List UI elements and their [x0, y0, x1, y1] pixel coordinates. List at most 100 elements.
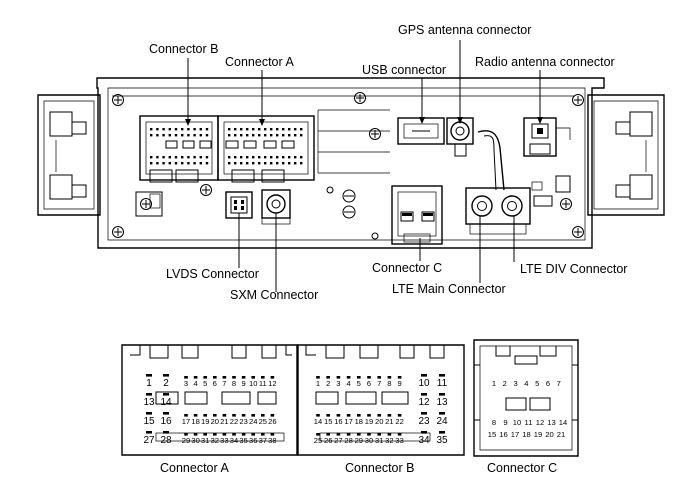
- pin-marker: [346, 433, 351, 436]
- conn-b-pin-32: 32: [385, 436, 393, 445]
- conn-a-pin-2: 2: [163, 378, 169, 389]
- pin-marker: [397, 433, 402, 436]
- conn-b-pin-10: 10: [418, 378, 430, 389]
- header-pin: [150, 128, 153, 131]
- pin-marker: [270, 376, 275, 379]
- lte-connector-block: [465, 187, 531, 235]
- conn-b-pin-7: 7: [377, 379, 381, 388]
- header-pin: [181, 128, 184, 131]
- conn-c-pin-5: 5: [535, 379, 539, 388]
- conn-b-pin-17: 17: [344, 417, 352, 426]
- conn-a-pin-4: 4: [193, 379, 197, 388]
- conn-b-pin-14: 14: [314, 417, 322, 426]
- header-pin: [205, 134, 209, 137]
- pin-marker: [336, 376, 341, 379]
- header-pin: [258, 156, 261, 159]
- pin-marker: [213, 433, 217, 436]
- screw-4: [112, 226, 124, 238]
- header-latch: [281, 140, 295, 149]
- header-pin: [228, 128, 231, 131]
- usb-label: USB connector: [362, 63, 446, 77]
- header-pin: [150, 156, 153, 159]
- pin-marker: [163, 431, 169, 434]
- header-pin: [199, 162, 202, 165]
- header-pin: [205, 128, 209, 131]
- connector-c-caption: Connector C: [487, 461, 557, 475]
- header-pin: [282, 128, 285, 131]
- pin-marker: [213, 376, 217, 379]
- pin-marker: [251, 414, 255, 417]
- callout-labels: GPS antenna connector Connector B Connec…: [149, 23, 627, 302]
- conn-a-pin-10: 10: [249, 379, 257, 388]
- pin-marker: [367, 414, 371, 417]
- pin-marker: [326, 376, 330, 379]
- pin-marker: [232, 433, 236, 436]
- conn-c-pin-21: 21: [557, 430, 565, 439]
- connector-a-header: [217, 115, 315, 183]
- conn-c-pin-11: 11: [525, 418, 533, 427]
- header-pin: [150, 162, 153, 165]
- pin-marker: [439, 431, 445, 434]
- connector-b-header: [139, 115, 219, 183]
- conn-a-pin-15: 15: [143, 416, 155, 427]
- conn-a-pin-19: 19: [201, 417, 209, 426]
- conn-a-pin-36: 36: [249, 436, 257, 445]
- header-pin: [162, 128, 165, 131]
- header-pin: [240, 128, 243, 131]
- conn-c-pin-12: 12: [536, 418, 544, 427]
- screw-8: [369, 128, 381, 140]
- header-pin: [276, 156, 279, 159]
- screw-9: [560, 198, 572, 210]
- header-pin: [228, 134, 231, 137]
- gps-antenna-label: GPS antenna connector: [398, 23, 531, 37]
- conn-a-pin-34: 34: [230, 436, 238, 445]
- header-pin: [276, 162, 279, 165]
- conn-a-pin-31: 31: [201, 436, 209, 445]
- conn-a-pin-27: 27: [143, 435, 155, 446]
- pin-marker: [270, 414, 275, 417]
- header-pin: [228, 162, 231, 165]
- pin-marker: [439, 412, 445, 415]
- pin-marker: [421, 412, 427, 415]
- header-latch: [225, 140, 239, 149]
- pin-marker: [222, 376, 227, 379]
- conn-c-pin-1: 1: [492, 379, 496, 388]
- header-pin: [288, 156, 291, 159]
- connector-b-label: Connector B: [149, 42, 218, 56]
- header-pin: [193, 128, 196, 131]
- pin-marker: [421, 431, 427, 434]
- header-pin: [156, 134, 159, 137]
- conn-b-pin-21: 21: [385, 417, 393, 426]
- conn-c-pin-17: 17: [511, 430, 519, 439]
- conn-a-pin-13: 13: [143, 397, 155, 408]
- pin-marker: [241, 376, 246, 379]
- pin-marker: [261, 376, 265, 379]
- header-pin: [168, 162, 171, 165]
- conn-c-pin-4: 4: [524, 379, 528, 388]
- conn-b-pin-2: 2: [326, 379, 330, 388]
- conn-a-pin-16: 16: [160, 416, 172, 427]
- pin-marker: [146, 374, 152, 377]
- header-pin: [252, 162, 255, 165]
- pin-marker: [163, 374, 169, 377]
- pin-marker: [241, 414, 246, 417]
- pin-marker: [397, 414, 402, 417]
- header-pin: [156, 128, 159, 131]
- pin-marker: [222, 433, 227, 436]
- header-pin: [240, 156, 243, 159]
- pin-marker: [261, 433, 265, 436]
- header-pin: [246, 162, 249, 165]
- header-pin: [300, 128, 303, 131]
- header-pin: [264, 128, 267, 131]
- pin-marker: [193, 376, 198, 379]
- header-pin: [258, 162, 261, 165]
- header-pin: [162, 162, 165, 165]
- header-pin: [187, 156, 190, 159]
- header-pin: [193, 134, 196, 137]
- pin-marker: [203, 376, 207, 379]
- pin-marker: [439, 393, 445, 396]
- header-pin: [300, 134, 303, 137]
